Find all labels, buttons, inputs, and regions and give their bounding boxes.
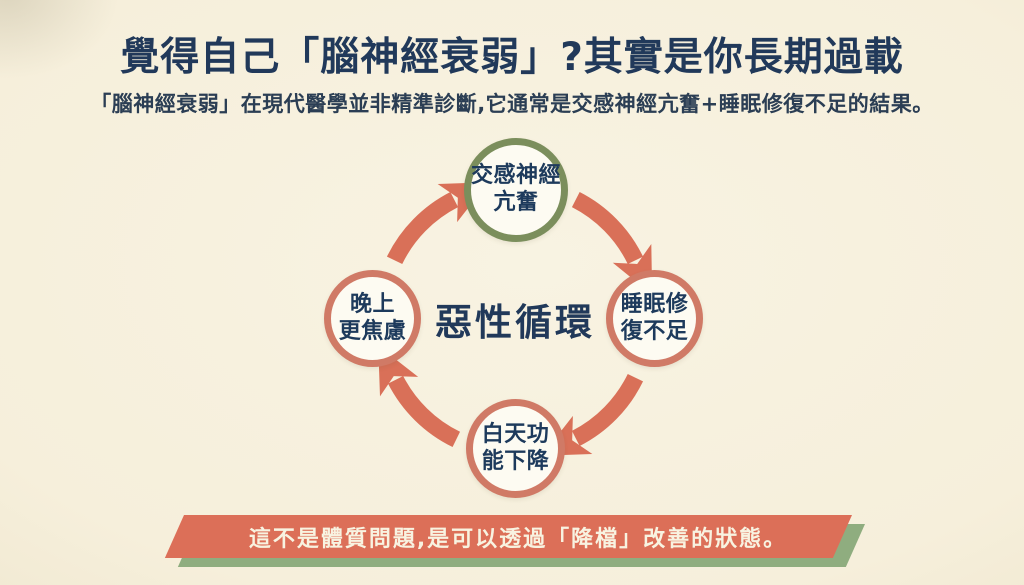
cycle-node-sleep-repair-deficit: 睡眠修 復不足 xyxy=(606,270,703,367)
arrow-bottom-to-left-icon xyxy=(378,345,461,448)
node-label-line: 復不足 xyxy=(620,318,689,344)
cycle-center-label: 惡性循環 xyxy=(435,301,595,344)
arrow-right-to-bottom-icon xyxy=(541,373,644,456)
arrow-left-to-top-icon xyxy=(386,182,489,265)
node-label-line: 睡眠修 xyxy=(620,291,689,317)
cycle-node-daytime-function-decline: 白天功 能下降 xyxy=(466,399,565,498)
node-label-line: 能下降 xyxy=(481,448,550,474)
banner-text: 這不是體質問題,是可以透過「降檔」改善的狀態。 xyxy=(248,526,788,552)
node-label-line: 更焦慮 xyxy=(338,318,407,344)
node-label-line: 交感神經 xyxy=(471,163,562,189)
node-label-line: 白天功 xyxy=(481,421,550,447)
arrow-top-to-right-icon xyxy=(571,192,653,295)
page-title: 覺得自己「腦神經衰弱」?其實是你長期過載 xyxy=(120,35,904,80)
page-subtitle: 「腦神經衰弱」在現代醫學並非精準診斷,它通常是交感神經亢奮+睡眠修復不足的結果。 xyxy=(90,92,934,116)
node-label-line: 亢奮 xyxy=(493,190,539,215)
cycle-node-sympathetic-overdrive: 交感神經 亢奮 xyxy=(464,138,568,242)
bottom-banner: 這不是體質問題,是可以透過「降檔」改善的狀態。 xyxy=(164,515,865,567)
cycle-node-night-anxiety: 晚上 更焦慮 xyxy=(324,270,421,367)
node-label-line: 晚上 xyxy=(349,291,395,317)
